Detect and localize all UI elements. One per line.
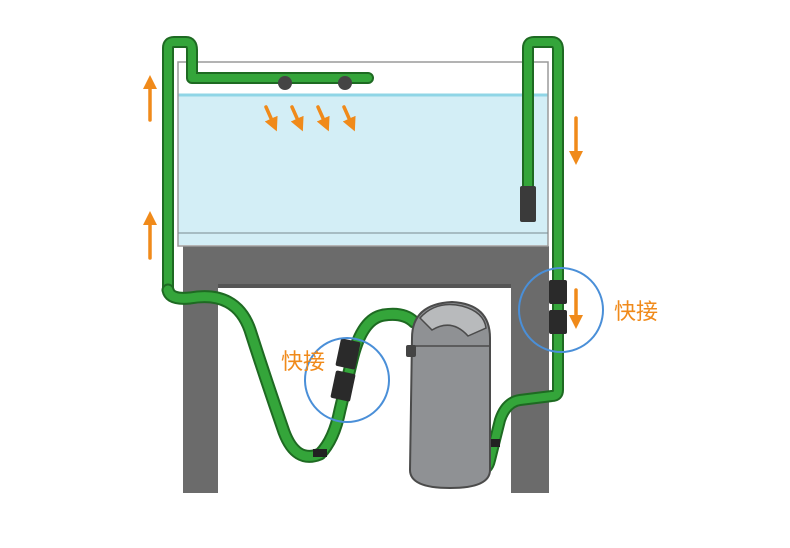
stand-top: [183, 246, 549, 286]
hose-clamp-icon: [486, 439, 500, 447]
stand-leg-right: [511, 284, 549, 493]
hose-clamp-icon: [313, 449, 327, 457]
arrow-icon: [264, 105, 278, 132]
quick-connect-label-right: 快接: [614, 300, 659, 325]
quick-connect-label-left: 快接: [281, 350, 326, 375]
tank-glass: [177, 61, 549, 247]
arrow-icon: [342, 105, 356, 132]
arrow-icon: [290, 105, 304, 132]
canister-filter-icon: [406, 300, 491, 490]
aquarium-tank: [177, 61, 549, 247]
stand: [183, 246, 549, 493]
suction-cup-icon: [338, 76, 352, 90]
quick-connector-icon: [549, 280, 567, 334]
stand-leg-left: [183, 284, 218, 493]
intake-strainer-icon: [520, 186, 536, 222]
tank-water: [178, 95, 548, 245]
highlight-circle-left: [304, 337, 390, 423]
outlet-hose: [161, 283, 421, 463]
return-pipe: [162, 36, 374, 296]
quick-connector-icon: [330, 338, 361, 402]
arrow-icon: [316, 105, 330, 132]
flow-arrows: [143, 75, 583, 329]
highlight-circle-right: [518, 267, 604, 353]
suction-cup-icon: [278, 76, 292, 90]
